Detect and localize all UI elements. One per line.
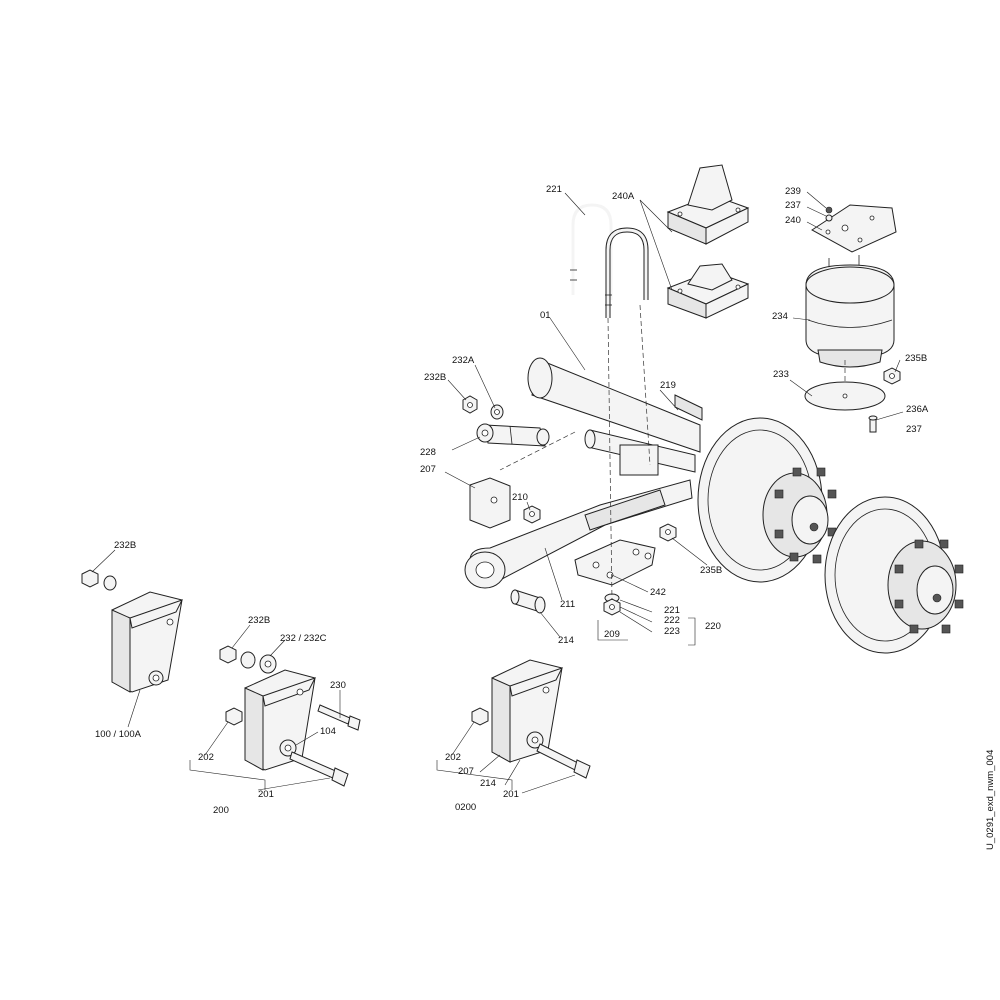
label-234: 234 [772,311,788,322]
nut-202-right [471,707,489,726]
label-214-low: 214 [480,778,496,789]
label-209: 209 [604,629,620,640]
label-202-mid: 202 [198,752,214,763]
label-235b-right: 235B [905,353,927,364]
label-104: 104 [320,726,336,737]
label-202-right: 202 [445,752,461,763]
label-222: 222 [664,615,680,626]
air-spring-part [804,204,897,411]
spacer-bracket-part [666,164,750,319]
label-207-top: 207 [420,464,436,475]
bolt-201-right [536,743,591,779]
label-201-right: 201 [503,789,519,800]
label-233: 233 [773,369,789,380]
label-210: 210 [512,492,528,503]
brake-drum-part [697,417,837,583]
label-232a: 232A [452,355,475,366]
drawing-id: U_0291_exd_nwm_004 [985,750,996,850]
label-221-mid: 221 [664,605,680,616]
hanger-bracket-100 [111,591,183,693]
bolt-201-mid [289,751,349,787]
nut-210 [523,505,541,524]
nut-235b-mid [659,523,677,542]
label-207-low: 207 [458,766,474,777]
label-239: 239 [785,186,801,197]
nut-232b-top [462,395,478,414]
axle-beam-part [527,357,703,476]
label-232b-top: 232B [424,372,446,383]
part-labels: 221 240A 239 237 240 01 234 232A 232B 21… [95,184,929,816]
bracket-207-top [469,477,511,529]
label-221-top: 221 [546,184,562,195]
bushing-214 [510,589,546,614]
washer-232a [490,404,504,420]
label-240a: 240A [612,191,635,202]
nut-washer-232b-mid [219,645,277,674]
label-235b-mid: 235B [700,565,722,576]
label-214-mid: 214 [558,635,574,646]
hanger-bracket-200 [244,669,316,771]
bottom-plate-242 [574,539,656,586]
label-232-232c: 232 / 232C [280,633,327,644]
brake-disc-part [824,496,964,654]
hanger-bracket-0200 [491,659,563,763]
trailing-arm-part [464,479,693,589]
leader-lines [91,191,904,794]
washer-nut-221-222-223 [603,593,621,616]
nut-235b-right [883,367,901,385]
label-200: 200 [213,805,229,816]
shock-absorber-part [476,423,550,447]
label-201-mid: 201 [258,789,274,800]
label-0200: 0200 [455,802,476,813]
label-236a: 236A [906,404,929,415]
label-242: 242 [650,587,666,598]
label-100-100a: 100 / 100A [95,729,142,740]
label-232b-left: 232B [114,540,136,551]
label-237-top: 237 [785,200,801,211]
nut-washer-232b-left [81,569,117,591]
label-228: 228 [420,447,436,458]
u-bolt-part [570,203,649,318]
group-brackets [189,617,696,790]
label-211: 211 [560,599,575,610]
nut-202-mid [225,707,243,726]
label-01: 01 [540,310,551,321]
bolt-236a [868,415,878,433]
label-240: 240 [785,215,801,226]
label-237-right: 237 [906,424,922,435]
label-219: 219 [660,380,676,391]
label-220: 220 [705,621,721,632]
label-232b-mid: 232B [248,615,270,626]
label-223: 223 [664,626,680,637]
label-230: 230 [330,680,346,691]
